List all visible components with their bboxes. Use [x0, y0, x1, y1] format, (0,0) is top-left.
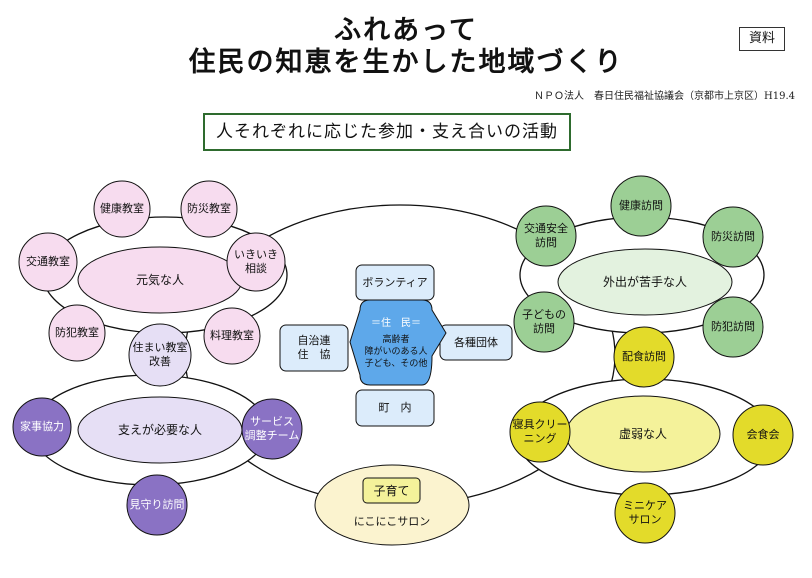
kosodate-shape [314, 464, 470, 546]
genki-item-disaster-class: 防災教室 [187, 202, 231, 215]
genki-item-1-shape [180, 180, 238, 238]
sasae-item-2-shape [126, 474, 188, 536]
genki-item-2-shape [226, 232, 286, 292]
sasae-item-watch-visit: 見守り訪問 [129, 498, 185, 511]
gaishutsu-item-child-visit: 子どもの 訪問 [522, 308, 566, 335]
kyojaku-center-label: 虚弱な人 [618, 427, 667, 441]
gaishutsu-center-label: 外出が苦手な人 [602, 275, 687, 289]
resident-hub-line-1: 高齢者 [382, 335, 410, 345]
kyojaku-item-meal-visit: 配食訪問 [622, 350, 666, 363]
gaishutsu-item-4-shape [513, 291, 575, 353]
volunteer-box-label: ボランティア [362, 276, 428, 289]
gaishutsu-item-health-visit: 健康訪問 [619, 199, 663, 212]
kyojaku-item-mini-care-salon: ミニケア サロン [623, 499, 667, 526]
title-line-1: ふれあって [334, 15, 478, 46]
sasae-item-housework: 家事協力 [20, 420, 64, 433]
resident-hub-title: ＝住 民＝ [371, 318, 421, 329]
genki-item-health-class: 健康教室 [100, 202, 144, 215]
resident-hub-line-2: 障がいのある人 [364, 347, 428, 357]
jichiren-box-shape [279, 324, 349, 372]
gaishutsu-center-shape [557, 248, 733, 316]
genki-item-5-shape [18, 232, 78, 292]
sasae-item-1-shape [241, 398, 303, 460]
chonai-box-shape [355, 389, 435, 427]
kyojaku-item-0-shape [613, 326, 675, 388]
kyojaku-item-3-shape [614, 482, 676, 544]
genki-item-crime-class: 防犯教室 [55, 326, 99, 339]
document-badge: 資料 [739, 27, 785, 51]
kosodate-label-box [362, 477, 421, 504]
title-line-2: 住民の知恵を生かした地域づくり [188, 47, 624, 78]
gaishutsu-item-crime-visit: 防犯訪問 [711, 320, 755, 333]
genki-item-0-shape [93, 180, 151, 238]
genki-item-traffic-class: 交通教室 [26, 255, 70, 268]
genki-item-3-shape [203, 307, 261, 365]
genki-item-4-shape [48, 304, 106, 362]
subtitle-box: 人それぞれに応じた参加・支え合いの活動 [203, 113, 571, 151]
organization-line: ＮＰＯ法人 春日住民福祉協議会（京都市上京区）H19.4 [534, 91, 795, 102]
sasae-center-label: 支えが必要な人 [117, 423, 202, 437]
kyojaku-item-bedding-cleaning: 寝具クリー ニング [512, 418, 568, 445]
sasae-item-service-team: サービス 調整チーム [244, 415, 300, 442]
sasae-item-3-shape [12, 397, 72, 457]
kyojaku-item-dining-club: 会食会 [746, 428, 780, 441]
kosodate-label: 子育て [373, 484, 410, 498]
sasae-item-housing: 住まい教室 改善 [132, 341, 188, 368]
kyojaku-item-2-shape [732, 404, 794, 466]
gaishutsu-item-3-shape [702, 296, 764, 358]
kakushu-box-label: 各種団体 [454, 336, 498, 349]
gaishutsu-item-2-shape [702, 206, 764, 268]
gaishutsu-item-1-shape [610, 175, 672, 237]
kyojaku-item-1-shape [509, 401, 571, 463]
gaishutsu-item-traffic-visit: 交通安全 訪問 [524, 222, 568, 249]
genki-item-cooking-class: 料理教室 [210, 329, 254, 342]
sasae-item-0-shape [128, 323, 192, 387]
genki-item-ikiiki-consult: いきいき 相談 [234, 248, 278, 275]
gaishutsu-item-0-shape [515, 205, 577, 267]
gaishutsu-item-disaster-visit: 防災訪問 [711, 230, 755, 243]
resident-hub-line-3: 子ども、その他 [364, 359, 428, 369]
genki-center-label: 元気な人 [135, 273, 184, 287]
jichiren-box-label: 自治連 住 協 [297, 334, 331, 361]
chonai-box-label: 町 内 [378, 401, 412, 414]
resident-hub-shape [349, 299, 447, 386]
kosodate-salon-label: にこにこサロン [353, 515, 431, 528]
